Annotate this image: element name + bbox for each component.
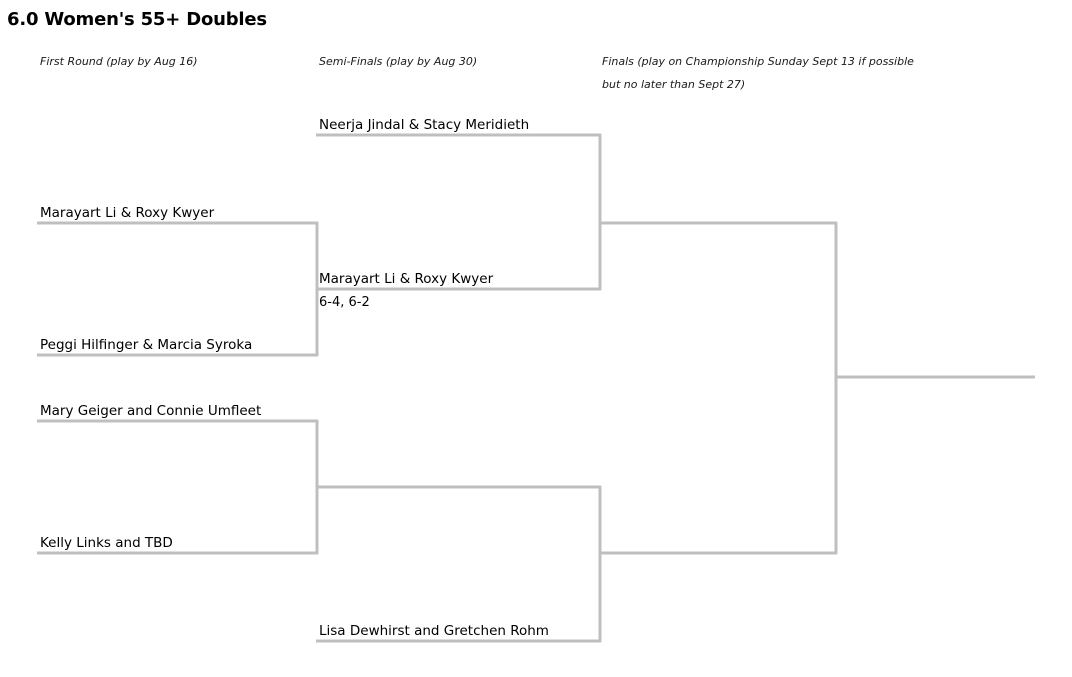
round-heading-first-round: First Round (play by Aug 16) xyxy=(40,55,198,68)
round-heading-finals-line1: Finals (play on Championship Sunday Sept… xyxy=(602,55,914,68)
first-round-team: Mary Geiger and Connie Umfleet xyxy=(40,403,262,419)
first-round-team: Kelly Links and TBD xyxy=(40,535,173,551)
semi-final-team: Marayart Li & Roxy Kwyer xyxy=(319,271,494,287)
match-score: 6-4, 6-2 xyxy=(319,295,370,310)
round-heading-semi-finals: Semi-Finals (play by Aug 30) xyxy=(319,55,478,68)
first-round-team: Marayart Li & Roxy Kwyer xyxy=(40,205,215,221)
page-title: 6.0 Women's 55+ Doubles xyxy=(7,9,267,30)
semi-final-team: Lisa Dewhirst and Gretchen Rohm xyxy=(319,623,549,639)
first-round-team: Peggi Hilfinger & Marcia Syroka xyxy=(40,337,253,353)
semi-final-team: Neerja Jindal & Stacy Meridieth xyxy=(319,117,530,133)
round-heading-finals-line2: but no later than Sept 27) xyxy=(602,78,746,91)
